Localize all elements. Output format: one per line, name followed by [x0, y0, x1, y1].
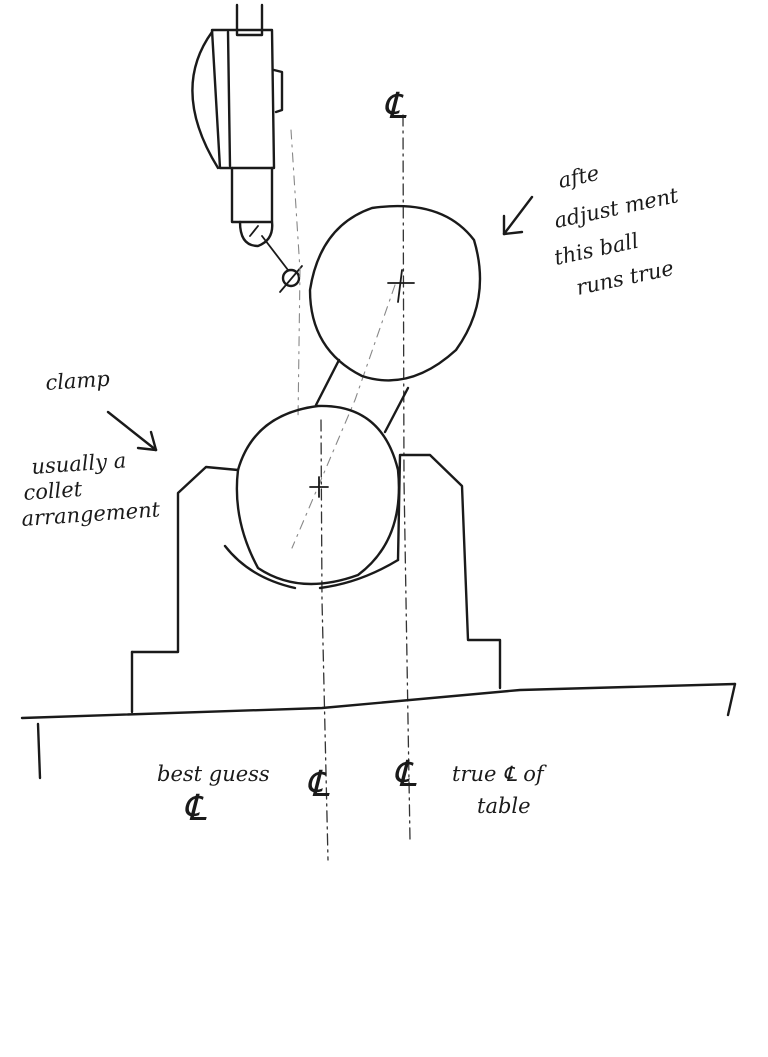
best-guess-cl-mark: ℄: [306, 764, 330, 805]
best-guess-cl-label: ℄: [183, 788, 207, 829]
true-cl-table-label: true ℄ of: [452, 762, 547, 786]
ball-stem: [314, 358, 410, 434]
dial-indicator: [191, 3, 303, 293]
tilted-axis-line: [291, 284, 396, 549]
table-label: table: [477, 794, 531, 818]
after-adjustment-label-line-3: this ball: [552, 229, 641, 270]
clamp-label: clamp: [45, 367, 111, 395]
usually-collet-label-line-1: usually a: [31, 448, 127, 479]
clamp-arrow-icon: [106, 410, 158, 452]
after-arrow-icon: [502, 195, 534, 236]
best-guess-label: best guess: [157, 762, 270, 786]
lower-ball: [235, 404, 401, 586]
true-cl-mark: ℄: [393, 754, 417, 795]
clamp-block: [130, 453, 502, 714]
after-adjustment-label-line-1: afte: [556, 161, 601, 193]
best-guess-centerline: [320, 419, 329, 861]
usually-collet-label-line-2: collet: [23, 477, 84, 505]
true-centerline: [402, 114, 411, 841]
indicator-axis-line: [290, 129, 301, 421]
upper-ball: [308, 204, 482, 382]
top-centerline-label: ℄: [383, 86, 407, 127]
table: [20, 682, 737, 780]
